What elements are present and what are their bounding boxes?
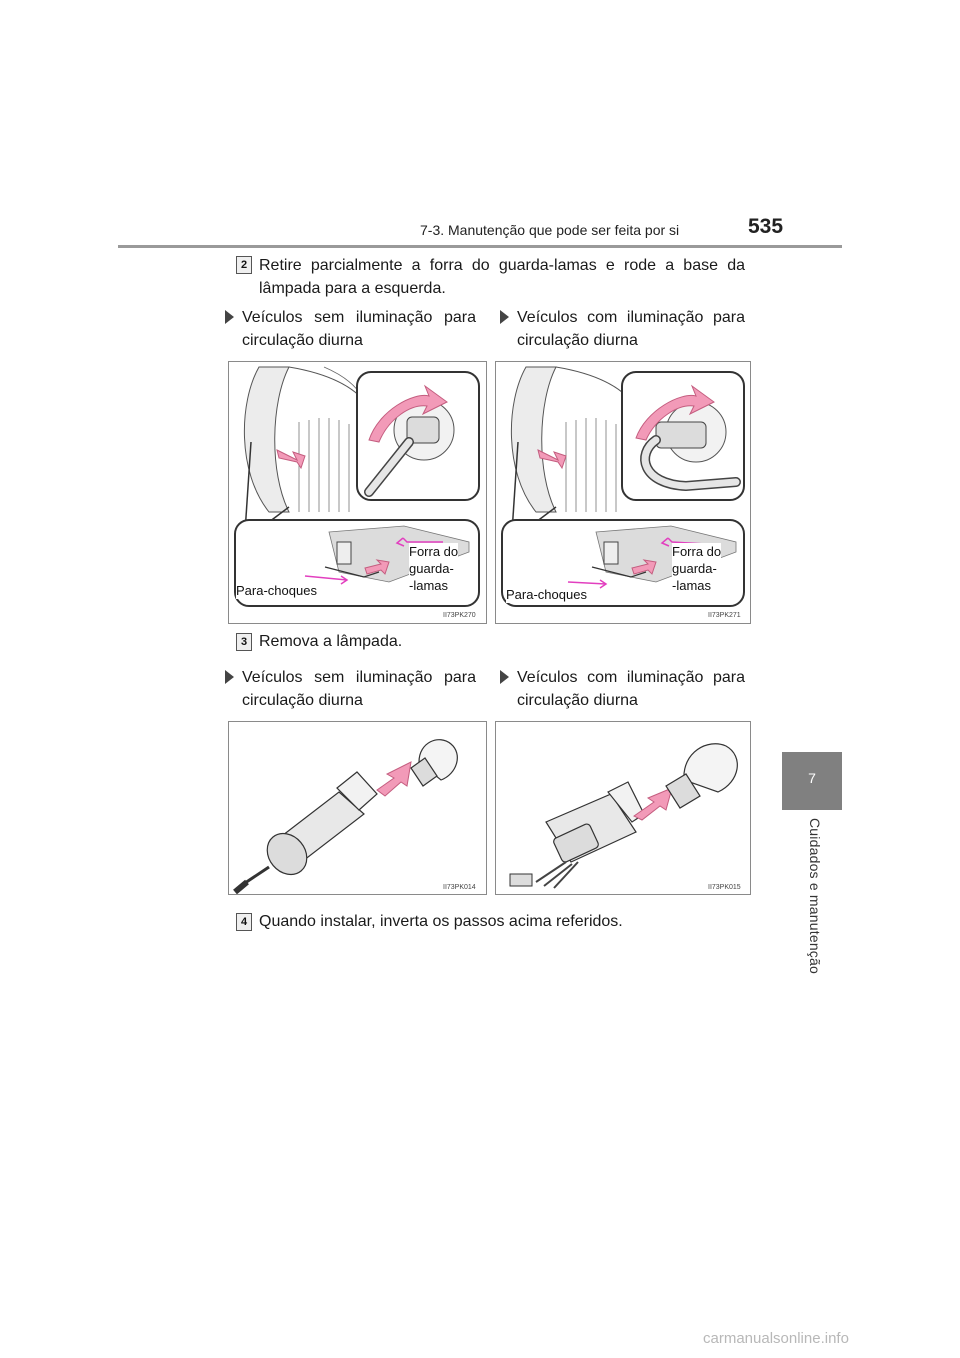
figure-code: II73PK271 [708, 612, 741, 619]
section-header: 7-3. Manutenção que pode ser feita por s… [420, 222, 680, 238]
figure-bulb-without-drl: II73PK014 [228, 721, 487, 895]
watermark: carmanualsonline.info [703, 1330, 849, 1347]
triangle-bullet-icon [500, 670, 509, 684]
label-bumper: Para-choques [506, 586, 587, 603]
triangle-bullet-icon [500, 310, 509, 324]
step-text-3: Remova a lâmpada. [259, 633, 403, 650]
figure-bulb-with-drl: II73PK015 [495, 721, 751, 895]
page-number: 535 [748, 215, 784, 238]
step-text-4: Quando instalar, inverta os passos acima… [259, 913, 623, 930]
condition-without-drl: Veículos sem iluminação para circulação … [225, 306, 476, 352]
step-badge-2: 2 [236, 256, 252, 274]
condition-without-drl: Veículos sem iluminação para circulação … [225, 666, 476, 712]
figure-code: II73PK014 [443, 884, 476, 891]
triangle-bullet-icon [225, 310, 234, 324]
label-fender-liner: Forra do guarda- -lamas [672, 543, 722, 594]
condition-with-drl: Veículos com iluminação para circulação … [500, 666, 745, 712]
step-badge-4: 4 [236, 913, 252, 931]
figure-socket-with-drl: Forra do guarda- -lamas Para-choques II7… [495, 361, 751, 624]
figure-socket-without-drl: Forra do guarda- -lamas Para-choques II7… [228, 361, 487, 624]
step-badge-3: 3 [236, 633, 252, 651]
chapter-title: Cuidados e manutenção [807, 818, 823, 974]
chapter-number: 7 [808, 770, 816, 786]
condition-with-drl: Veículos com iluminação para circulação … [500, 306, 745, 352]
step-text-2: Retire parcialmente a forra do guarda-la… [259, 257, 745, 297]
bulb-removal-illustration [233, 739, 458, 894]
figure-code: II73PK015 [708, 884, 741, 891]
label-fender-liner: Forra do guarda- -lamas [409, 543, 459, 594]
figure-code: II73PK270 [443, 612, 476, 619]
header-rule [118, 245, 842, 248]
triangle-bullet-icon [225, 670, 234, 684]
label-bumper: Para-choques [236, 582, 317, 599]
chapter-tab [782, 752, 842, 810]
bulb-removal-drl-illustration [509, 743, 738, 889]
